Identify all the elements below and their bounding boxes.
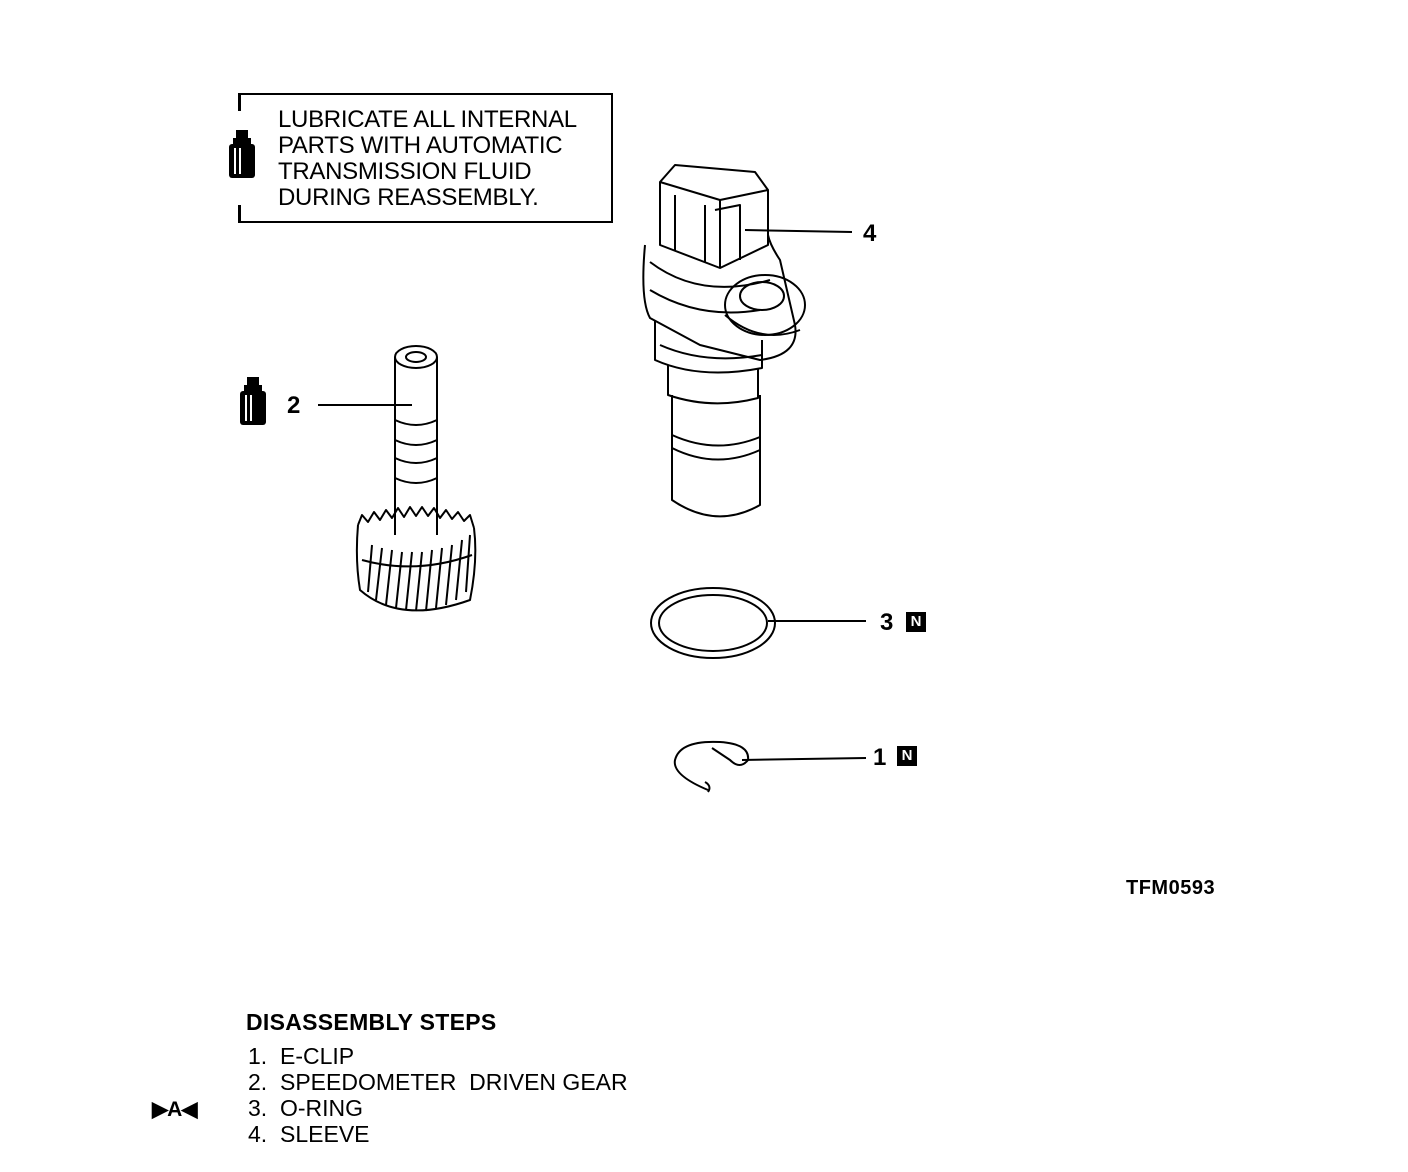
- leader-line-4: [744, 229, 853, 233]
- note-line: LUBRICATE ALL INTERNAL: [278, 106, 577, 133]
- note-line: TRANSMISSION FLUID: [278, 158, 532, 185]
- step-item: 3.O-RING: [248, 1095, 364, 1121]
- note-line: DURING REASSEMBLY.: [278, 184, 539, 211]
- service-point-marker: ▶A◀: [152, 1098, 197, 1121]
- callout-3: 3: [880, 609, 894, 636]
- speedometer-driven-gear: [355, 345, 477, 612]
- oil-bottle-icon: [240, 377, 266, 425]
- oil-bottle-icon: [229, 130, 255, 178]
- callout-4: 4: [863, 220, 877, 247]
- note-line: PARTS WITH AUTOMATIC: [278, 132, 563, 159]
- callout-1: 1: [873, 744, 887, 771]
- steps-title: DISASSEMBLY STEPS: [246, 1009, 497, 1035]
- step-item: 1.E-CLIP: [248, 1043, 355, 1069]
- lubrication-note-box: LUBRICATE ALL INTERNAL PARTS WITH AUTOMA…: [238, 93, 613, 223]
- lubrication-note-text: LUBRICATE ALL INTERNAL PARTS WITH AUTOMA…: [278, 107, 577, 211]
- new-part-badge: N: [897, 746, 917, 766]
- step-item: 4.SLEEVE: [248, 1121, 370, 1147]
- step-item: 2.SPEEDOMETER DRIVEN GEAR: [248, 1069, 628, 1095]
- sleeve: [642, 164, 806, 518]
- callout-2: 2: [287, 392, 301, 419]
- o-ring: [650, 587, 776, 659]
- new-part-badge: N: [906, 612, 926, 632]
- leader-line-1: [741, 757, 867, 761]
- steps-list: 1.E-CLIP 2.SPEEDOMETER DRIVEN GEAR 3.O-R…: [248, 1043, 628, 1147]
- e-clip: [673, 740, 750, 793]
- figure-code: TFM0593: [1126, 877, 1216, 899]
